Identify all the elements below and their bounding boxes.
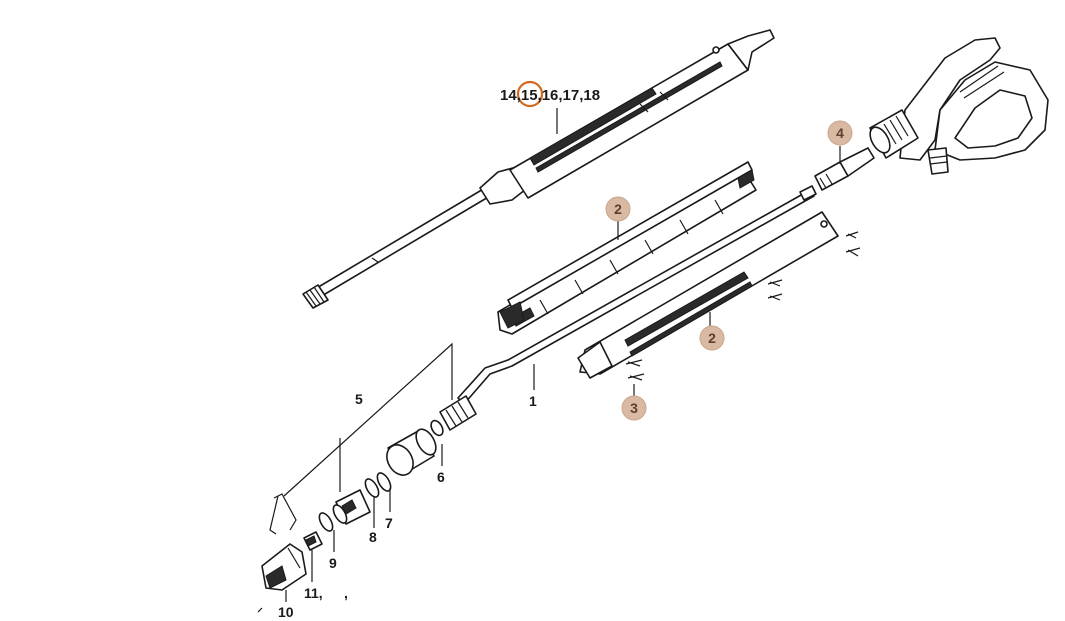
svg-text:2: 2 xyxy=(614,201,622,217)
screws xyxy=(625,231,861,381)
handle-shell-upper[interactable] xyxy=(497,161,757,335)
o-ring-part-7[interactable] xyxy=(375,471,394,493)
label-9: 9 xyxy=(329,555,337,571)
label-11: 11, xyxy=(304,585,323,601)
o-ring-part-8[interactable] xyxy=(363,477,382,499)
upper-lance[interactable] xyxy=(302,29,775,309)
badge-2-lower: 2 xyxy=(699,325,725,351)
label-trailing-comma: , xyxy=(344,585,348,601)
badge-4: 4 xyxy=(827,120,853,146)
label-6: 6 xyxy=(437,469,445,485)
label-10: 10 xyxy=(278,604,294,620)
label-8: 8 xyxy=(369,529,377,545)
connector-part-4[interactable] xyxy=(814,147,875,191)
fitting-part-11[interactable] xyxy=(303,531,323,551)
o-ring-part-9[interactable] xyxy=(317,511,336,533)
handle-shell-lower[interactable] xyxy=(577,211,839,379)
label-7: 7 xyxy=(385,515,393,531)
nozzle-cap-part-10[interactable] xyxy=(261,543,307,591)
label-1: 1 xyxy=(529,393,537,409)
nozzle-insert[interactable] xyxy=(331,489,371,525)
partial-mark xyxy=(257,607,263,613)
highlight-ring xyxy=(516,80,544,108)
label-5: 5 xyxy=(355,391,363,407)
retaining-clip[interactable] xyxy=(269,493,297,535)
svg-text:4: 4 xyxy=(836,125,844,141)
svg-text:3: 3 xyxy=(630,400,638,416)
nut-part-6[interactable] xyxy=(382,426,440,480)
hose-part-1[interactable] xyxy=(429,185,817,437)
svg-text:2: 2 xyxy=(708,330,716,346)
trigger-handle[interactable] xyxy=(866,37,1049,175)
top-group-label: 14,15,16,17,18 xyxy=(500,87,600,104)
badge-2-upper: 2 xyxy=(605,196,631,222)
badge-3: 3 xyxy=(621,395,647,421)
